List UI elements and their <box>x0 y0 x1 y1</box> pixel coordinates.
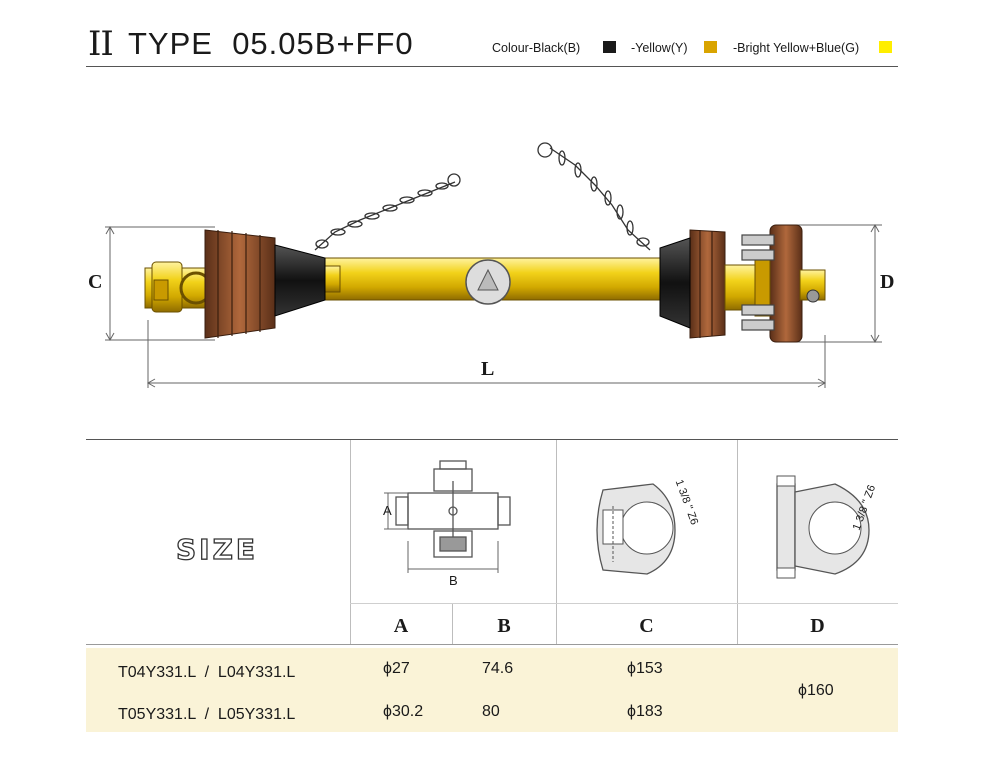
spline-hub-d-diagram <box>776 475 870 579</box>
merged-d-value: ϕ160 <box>798 682 834 699</box>
table-top-rule <box>86 439 898 440</box>
legend-bright-label: -Bright Yellow+Blue(G) <box>733 41 860 55</box>
dimension-l-lines <box>146 320 827 388</box>
data-rows-background <box>86 648 898 732</box>
row-1-c: ϕ153 <box>627 660 663 677</box>
column-header-b: B <box>497 615 511 637</box>
dimension-l-label: L <box>481 358 495 380</box>
friction-clutch <box>741 224 826 343</box>
row-2-model: T05Y331.L / L05Y331.L <box>118 706 296 723</box>
right-black-bearing <box>659 237 691 329</box>
column-header-d: D <box>810 615 825 637</box>
row-2-b: 80 <box>482 703 500 720</box>
row-1-model: T04Y331.L / L04Y331.L <box>118 664 296 681</box>
row-1-a: ϕ27 <box>383 660 410 677</box>
dimension-d-label: D <box>880 271 895 293</box>
dimension-c-label: C <box>88 271 103 293</box>
legend-yellow-swatch <box>704 41 717 53</box>
row-1-b: 74.6 <box>482 660 514 677</box>
legend-bright-swatch <box>879 41 892 53</box>
legend-black-label: Colour-Black(B) <box>492 41 581 55</box>
joint-dim-b-label: B <box>449 573 458 588</box>
left-black-bearing <box>274 244 326 317</box>
spline-hub-c-diagram <box>596 483 676 575</box>
row-2-c: ϕ183 <box>627 703 663 720</box>
left-guard-cone <box>204 229 276 339</box>
legend-black-swatch <box>603 41 616 53</box>
column-header-c: C <box>639 615 654 637</box>
page-title: TYPE 05.05B+FF0 <box>128 26 414 61</box>
safety-chains <box>314 142 651 251</box>
legend-yellow-label: -Yellow(Y) <box>631 41 688 55</box>
right-guard-cone <box>689 229 726 339</box>
series-roman-numeral: II <box>88 24 114 64</box>
universal-joint-diagram <box>384 460 511 573</box>
dimension-c-lines <box>105 225 215 342</box>
dimension-d-lines <box>790 223 882 344</box>
pto-shaft-drawing <box>105 142 882 388</box>
column-header-a: A <box>393 615 409 637</box>
row-2-a: ϕ30.2 <box>383 703 424 720</box>
header-rule <box>86 66 898 67</box>
joint-dim-a-label: A <box>383 503 392 518</box>
size-heading: SIZE <box>175 532 259 566</box>
